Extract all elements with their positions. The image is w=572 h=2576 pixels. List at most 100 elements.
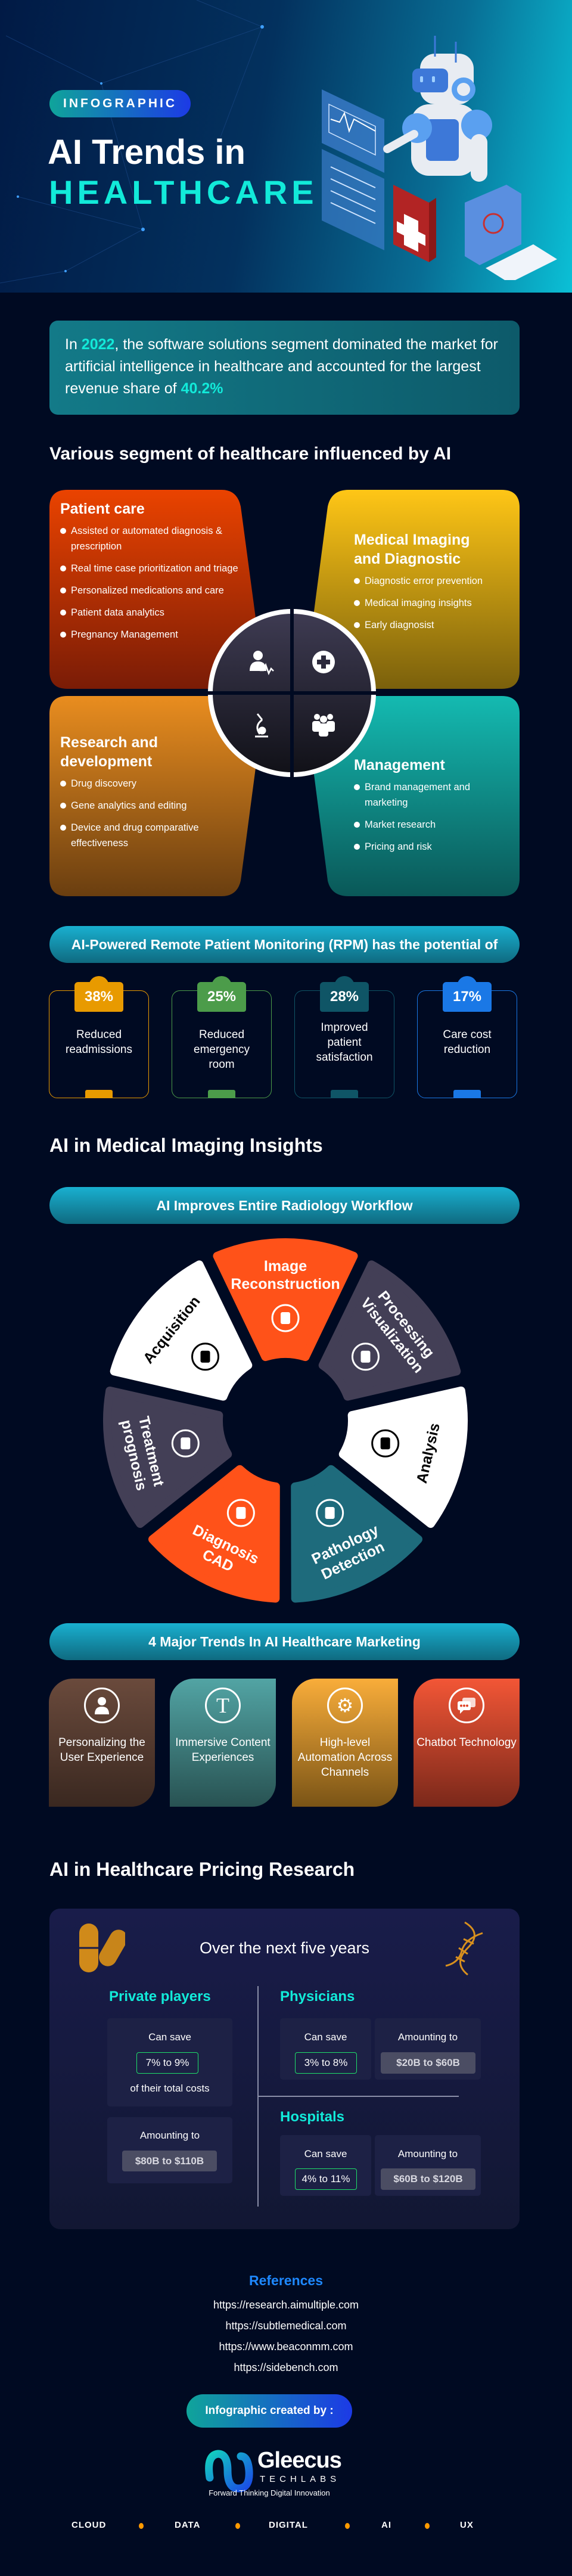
workflow-step-text: Reconstruction	[231, 1276, 340, 1292]
segment-bullet: Diagnostic error prevention	[354, 573, 515, 589]
segment-bullet: Gene analytics and editing	[60, 798, 233, 813]
workflow-step-text: Image	[264, 1258, 307, 1275]
microscope-dna-icon	[316, 1499, 344, 1527]
can-save-label: Can save	[304, 2148, 347, 2159]
segment-bullet: Market research	[354, 817, 509, 832]
rpm-card-tab	[331, 1090, 358, 1098]
reference-link[interactable]: https://research.aimultiple.com	[213, 2299, 359, 2311]
heart-monitor-icon	[351, 1343, 380, 1371]
private-players-title: Private players	[109, 1988, 211, 2005]
segment-medical-imaging: Medical Imaging and Diagnostic Diagnosti…	[354, 530, 515, 639]
segment-bullet: Pricing and risk	[354, 839, 509, 854]
segment-bullet: Device and drug comparative effectivenes…	[60, 820, 233, 851]
stat-value: 40.2%	[181, 380, 223, 397]
market-stat-box: In 2022, the software solutions segment …	[49, 321, 520, 415]
workflow-segment	[110, 1260, 253, 1401]
marketing-card-chatbot: Chatbot Technology	[414, 1679, 520, 1807]
rpm-card-tab	[453, 1090, 481, 1098]
segment-bullet: Assisted or automated diagnosis & prescr…	[60, 523, 239, 554]
horizontal-divider	[258, 2096, 459, 2097]
rpm-label: Reduced readmissions	[66, 1028, 132, 1056]
workflow-segment	[338, 1386, 468, 1528]
rpm-banner: AI-Powered Remote Patient Monitoring (RP…	[49, 926, 520, 963]
stat-text-pre: In	[65, 336, 82, 353]
physicians-title: Physicians	[280, 1988, 355, 2005]
workflow-segment	[103, 1386, 232, 1528]
user-icon	[84, 1688, 120, 1723]
footer-item-cloud: CLOUD	[72, 2520, 107, 2530]
save-suffix: of their total costs	[130, 2083, 210, 2094]
vertical-divider	[257, 1986, 259, 2207]
segment-title: Research and development	[60, 734, 158, 770]
t-glyph: T	[216, 1693, 229, 1717]
marketing-label: High-level Automation Across Channels	[297, 1736, 393, 1779]
segment-bullet: Personalized medications and care	[60, 583, 239, 598]
hero-title-highlight: HEALTHCARE	[49, 173, 318, 211]
private-save-box: Can save 7% to 9% of their total costs	[107, 2018, 232, 2106]
save-value: 7% to 9%	[136, 2052, 198, 2074]
hero-title: AI Trends in	[48, 133, 245, 172]
dna-icon	[445, 1921, 483, 1976]
segment-bullet: Early diagnosist	[354, 617, 515, 633]
rpm-label: Improved patient satisfaction	[316, 1021, 373, 1064]
segment-research: Research and development Drug discovery …	[60, 733, 233, 857]
workflow-segment	[148, 1465, 280, 1603]
imaging-heading: AI in Medical Imaging Insights	[49, 1135, 323, 1156]
virus-search-icon	[226, 1499, 255, 1527]
stat-year: 2022	[81, 336, 115, 353]
footer-item-digital: DIGITAL	[269, 2520, 308, 2530]
pills-icon	[79, 1924, 125, 1972]
rpm-percent-badge: 28%	[320, 976, 369, 1012]
reference-link[interactable]: https://www.beaconmm.com	[219, 2341, 353, 2353]
workflow-segment	[291, 1465, 422, 1603]
stat-text: , the software solutions segment dominat…	[65, 336, 498, 397]
can-save-label: Can save	[304, 2031, 347, 2043]
physicians-save-box: Can save 3% to 8%	[280, 2018, 371, 2080]
segments-heading: Various segment of healthcare influenced…	[49, 444, 452, 464]
ct-scanner-icon	[191, 1343, 220, 1371]
microscope-icon	[255, 713, 268, 738]
can-save-label: Can save	[148, 2031, 191, 2043]
team-icon	[312, 714, 335, 737]
marketing-card-personalization: Personalizing the User Experience	[49, 1679, 155, 1807]
brand-tagline: Forward Thinking Digital Innovation	[209, 2488, 330, 2497]
segment-title: Medical Imaging and Diagnostic	[354, 532, 470, 567]
gleecus-logo-mark	[205, 2450, 253, 2493]
footer-item-data: DATA	[175, 2520, 201, 2530]
segment-bullet: Medical imaging insights	[354, 595, 515, 611]
segment-title: Patient care	[60, 501, 145, 517]
footer-dot	[139, 2523, 144, 2529]
segment-title: Management	[354, 757, 445, 773]
marketing-card-content: T Immersive Content Experiences	[170, 1679, 276, 1807]
rpm-percent-badge: 38%	[74, 976, 123, 1012]
hero-banner: INFOGRAPHIC AI Trends in HEALTHCARE	[0, 0, 572, 293]
amount-label: Amounting to	[397, 2148, 458, 2159]
reference-link[interactable]: https://subtlemedical.com	[225, 2320, 347, 2332]
footer-item-ux: UX	[460, 2520, 474, 2530]
hospitals-title: Hospitals	[280, 2109, 345, 2125]
medical-imaging-card	[304, 490, 520, 689]
radiology-banner: AI Improves Entire Radiology Workflow	[49, 1187, 520, 1224]
amount-value: $60B to $120B	[381, 2168, 475, 2190]
brand-sub: TECHLABS	[260, 2474, 341, 2484]
medical-cross-icon	[312, 651, 335, 673]
text-t-icon: T	[205, 1688, 241, 1723]
reference-link[interactable]: https://sidebench.com	[234, 2361, 338, 2373]
rpm-label: Care cost reduction	[443, 1028, 492, 1056]
chat-bubbles-icon	[449, 1688, 484, 1723]
marketing-label: Immersive Content Experiences	[175, 1736, 271, 1764]
footer-dot	[425, 2523, 430, 2529]
segment-patient-care: Patient care Assisted or automated diagn…	[60, 499, 239, 649]
marketing-label: Personalizing the User Experience	[58, 1736, 145, 1764]
segment-management: Management Brand management and marketin…	[354, 756, 509, 861]
patient-care-card	[49, 490, 265, 689]
marketing-banner: 4 Major Trends In AI Healthcare Marketin…	[49, 1623, 520, 1660]
segments-graphic	[49, 490, 520, 896]
infographic-badge: INFOGRAPHIC	[49, 90, 191, 117]
marketing-label: Chatbot Technology	[416, 1736, 517, 1749]
private-amount-box: Amounting to $80B to $110B	[107, 2117, 232, 2183]
pricing-subtitle: Over the next five years	[199, 1939, 370, 1957]
rpm-card-tab	[208, 1090, 235, 1098]
pricing-heading: AI in Healthcare Pricing Research	[49, 1859, 355, 1880]
